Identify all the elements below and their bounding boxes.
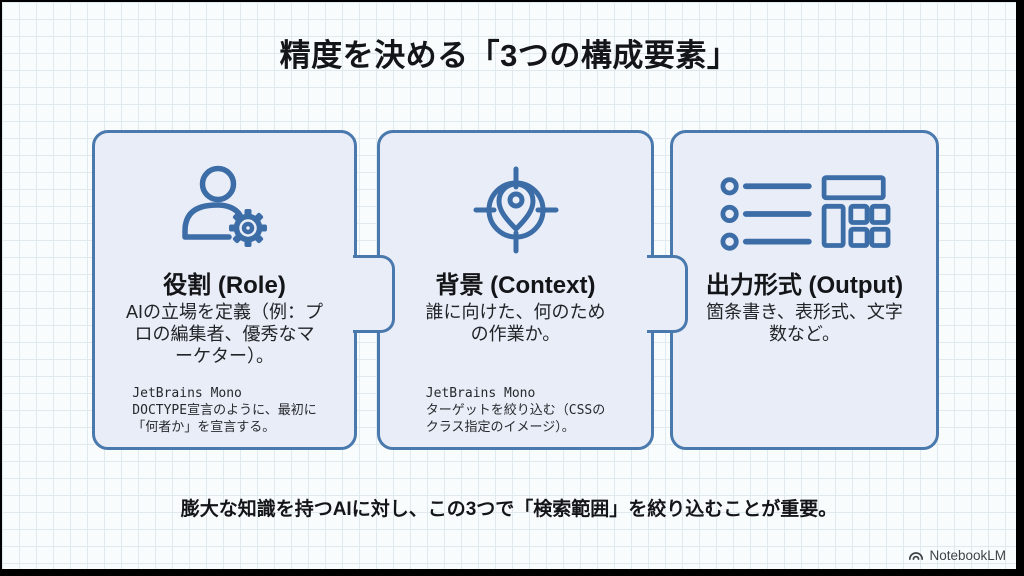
grid-paper-background: 精度を決める「3つの構成要素」 役割 (Role) AIの立場を定義（例：プ ロ…: [2, 2, 1016, 569]
card-output: 出力形式 (Output) 箇条書き、表形式、文字 数など。: [670, 130, 939, 450]
card-role-body: AIの立場を定義（例：プ ロの編集者、優秀なマ ーケター）。: [125, 302, 323, 366]
card-role: 役割 (Role) AIの立場を定義（例：プ ロの編集者、優秀なマ ーケター）。…: [92, 130, 357, 450]
card-role-note-text: JetBrains Mono DOCTYPE宣言のように、最初に 「何者か」を宣…: [132, 386, 317, 435]
slide-title: 精度を決める「3つの構成要素」: [279, 38, 739, 73]
card-context: 背景 (Context) 誰に向けた、何のため の作業か。 JetBrains …: [377, 130, 654, 450]
footer-statement: 膨大な知識を持つAIに対し、この3つで「検索範囲」を絞り込むことが重要。: [180, 499, 838, 520]
watermark-label: NotebookLM: [929, 548, 1006, 563]
card-context-title: 背景 (Context): [435, 272, 596, 299]
card-context-note-text: JetBrains Mono ターゲットを絞り込む（CSSの クラス指定のイメー…: [425, 386, 606, 435]
target-pin-icon: [473, 166, 558, 254]
card-role-note: JetBrains Mono DOCTYPE宣言のように、最初に 「何者か」を宣…: [95, 385, 354, 436]
notebooklm-watermark: NotebookLM: [908, 548, 1006, 563]
card-context-body: 誰に向けた、何のため の作業か。: [425, 302, 606, 344]
list-table-icon: [720, 175, 890, 251]
card-output-title: 出力形式 (Output): [705, 272, 904, 299]
user-gear-icon: [181, 165, 267, 247]
puzzle-connector-context-output: [647, 255, 688, 333]
notebooklm-logo-icon: [909, 552, 924, 561]
card-output-body: 箇条書き、表形式、文字 数など。: [706, 302, 903, 344]
card-role-title: 役割 (Role): [163, 272, 286, 299]
card-context-note: JetBrains Mono ターゲットを絞り込む（CSSの クラス指定のイメー…: [380, 385, 651, 436]
puzzle-connector-role-context: [353, 255, 395, 333]
